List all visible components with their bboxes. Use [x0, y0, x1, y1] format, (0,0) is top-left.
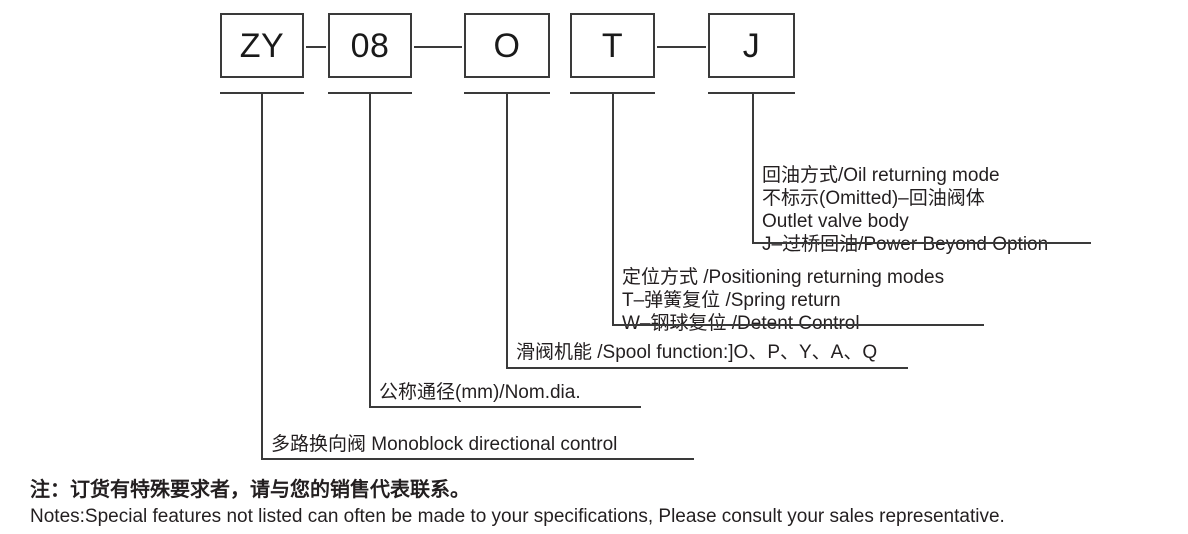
code-box-oil-returning-mode: J	[708, 13, 795, 78]
code-box-nominal-diameter: 08	[328, 13, 412, 78]
tick-bar-oil-returning-mode	[708, 92, 795, 94]
footer-note-chinese: 注：订货有特殊要求者，请与您的销售代表联系。	[30, 479, 470, 501]
annotation-line: W–钢球复位 /Detent Control	[622, 313, 860, 334]
connector-dash-diameter-spool	[414, 46, 462, 48]
code-box-spool-function-label: O	[493, 26, 521, 65]
annotation-oil-returning-mode-underline	[752, 242, 1091, 244]
annotation-nominal-diameter-underline	[369, 406, 641, 408]
leader-line-nominal-diameter	[369, 92, 371, 406]
annotation-nominal-diameter-text: 公称通径(mm)/Nom.dia.	[379, 381, 581, 404]
code-box-spool-function: O	[464, 13, 550, 78]
annotation-series-underline	[261, 458, 694, 460]
code-box-series: ZY	[220, 13, 304, 78]
code-box-nominal-diameter-label: 08	[350, 26, 390, 65]
leader-line-series	[261, 92, 263, 458]
code-box-series-label: ZY	[239, 26, 285, 65]
annotation-positioning-mode-text: 定位方式 /Positioning returning modes T–弹簧复位…	[622, 266, 944, 335]
annotation-line: 不标示(Omitted)–回油阀体	[762, 188, 985, 209]
annotation-oil-returning-mode-text: 回油方式/Oil returning mode 不标示(Omitted)–回油阀…	[762, 164, 1048, 256]
annotation-positioning-mode-underline	[612, 324, 984, 326]
annotation-series-text: 多路换向阀 Monoblock directional control	[271, 433, 617, 456]
leader-line-spool-function	[506, 92, 508, 367]
annotation-line: T–弹簧复位 /Spring return	[622, 290, 841, 311]
annotation-line: 公称通径(mm)/Nom.dia.	[379, 382, 581, 403]
code-box-positioning-mode: T	[570, 13, 655, 78]
connector-dash-series-diameter	[306, 46, 326, 48]
annotation-spool-function-underline	[506, 367, 908, 369]
annotation-line: 滑阀机能 /Spool function:]O、P、Y、A、Q	[516, 342, 878, 363]
leader-line-positioning-mode	[612, 92, 614, 324]
connector-dash-positioning-oil	[657, 46, 706, 48]
code-box-oil-returning-mode-label: J	[742, 26, 761, 65]
annotation-line: Outlet valve body	[762, 211, 909, 232]
annotation-line: 回油方式/Oil returning mode	[762, 165, 1000, 186]
annotation-line: 多路换向阀 Monoblock directional control	[271, 434, 618, 455]
annotation-spool-function-text: 滑阀机能 /Spool function:]O、P、Y、A、Q	[516, 341, 877, 364]
annotation-line: 定位方式 /Positioning returning modes	[622, 267, 945, 288]
code-box-positioning-mode-label: T	[601, 26, 624, 65]
annotation-line: J–过桥回油/Power Beyond Option	[762, 234, 1049, 255]
leader-line-oil-returning-mode	[752, 92, 754, 242]
footer-note-english: Notes:Special features not listed can of…	[30, 506, 1005, 527]
